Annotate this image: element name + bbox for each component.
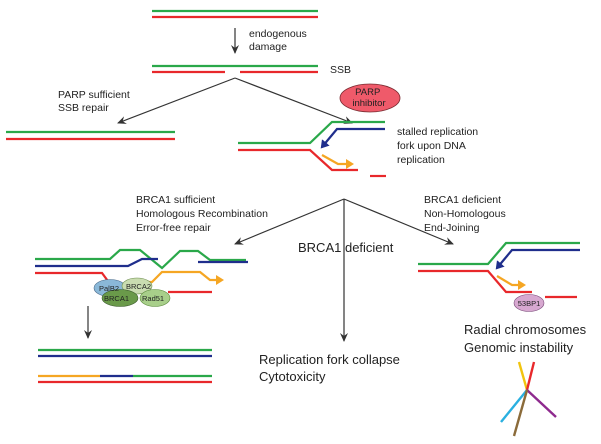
arm-brown bbox=[512, 389, 529, 437]
label-rad51: Rad51 bbox=[142, 294, 164, 303]
arrow-to-nhej bbox=[343, 198, 454, 245]
strand-orange bbox=[496, 275, 526, 290]
arm-red bbox=[525, 361, 536, 391]
label-brca2: BRCA2 bbox=[126, 282, 151, 291]
strand-green bbox=[35, 248, 246, 270]
parp-inhibitor: PARP inhibitor bbox=[339, 83, 401, 113]
strand-blue bbox=[35, 257, 158, 268]
label-radial-chromosomes: Radial chromosomes Genomic instability bbox=[464, 322, 590, 355]
stalled-fork bbox=[238, 120, 386, 178]
ssb-dna bbox=[152, 64, 318, 74]
arm-yellow bbox=[517, 361, 529, 391]
label-replication-fork-collapse: Replication fork collapse Cytotoxicity bbox=[259, 352, 404, 384]
svg-text:PARP inhibitor: PARP inhibitor bbox=[352, 87, 385, 109]
strand-red bbox=[238, 148, 358, 172]
label-endogenous-damage: endogenous damage bbox=[249, 28, 310, 53]
label-ssb: SSB bbox=[330, 64, 351, 76]
strand-orange bbox=[140, 270, 224, 285]
nhej-fork bbox=[418, 241, 580, 299]
label-parp-sufficient: PARP sufficient SSB repair bbox=[58, 89, 133, 114]
arm-blue bbox=[500, 389, 528, 423]
arrow-to-parp-repair bbox=[117, 77, 236, 124]
svg-text:53BP1: 53BP1 bbox=[518, 299, 541, 308]
label-brca1: BRCA1 bbox=[104, 294, 129, 303]
strand-orange bbox=[321, 154, 354, 169]
brca1-blob bbox=[101, 289, 139, 307]
label-palb2: PalB2 bbox=[99, 284, 119, 293]
label-brca1-deficient-right: BRCA1 deficient Non-Homologous End-Joini… bbox=[424, 194, 509, 234]
label-brca1-sufficient: BRCA1 sufficient Homologous Recombinatio… bbox=[136, 194, 271, 234]
53bp1: 53BP1 bbox=[513, 294, 545, 312]
repaired-dna bbox=[6, 130, 175, 141]
label-brca1-deficient-center: BRCA1 deficient bbox=[298, 240, 394, 255]
brca2-blob bbox=[121, 277, 153, 295]
strand-blue bbox=[320, 127, 385, 149]
radial-chromosome-figure bbox=[500, 361, 557, 437]
arrow-to-stalled-fork bbox=[234, 77, 353, 124]
strand-red bbox=[418, 269, 532, 294]
strand-green bbox=[238, 120, 385, 145]
hr-proteins: PalB2 BRCA2 BRCA1 Rad51 bbox=[93, 277, 171, 307]
strand-blue bbox=[495, 248, 580, 270]
rad51-blob bbox=[139, 289, 171, 307]
strand-green bbox=[418, 241, 580, 266]
label-stalled-replication: stalled replication fork upon DNA replic… bbox=[397, 126, 481, 166]
hr-product bbox=[38, 348, 212, 384]
arm-purple bbox=[526, 389, 557, 418]
intact-dna bbox=[152, 9, 318, 19]
arrow-to-hr bbox=[234, 198, 345, 245]
